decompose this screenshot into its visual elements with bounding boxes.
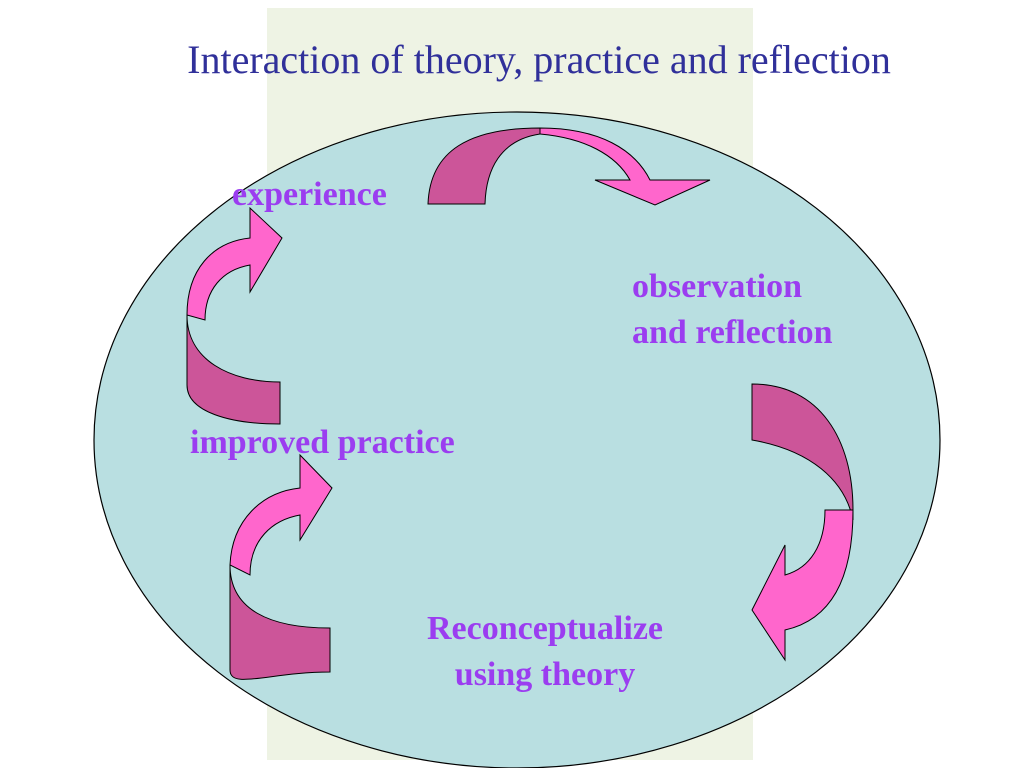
node-observation-line-2: and reflection: [632, 314, 833, 351]
node-reconceptualize-line-1: Reconceptualize: [426, 610, 664, 647]
curved-arrow-icon: [751, 383, 854, 662]
node-reconceptualize: Reconceptualize using theory: [400, 606, 690, 698]
curved-arrow-icon: [427, 127, 711, 206]
curved-arrow-icon: [186, 206, 283, 425]
node-reconceptualize-line-2: using theory: [454, 656, 636, 693]
node-improved-practice: improved practice: [190, 424, 455, 461]
node-observation-line-1: observation: [632, 268, 802, 305]
node-experience: experience: [232, 176, 387, 213]
slide-title: Interaction of theory, practice and refl…: [187, 37, 891, 82]
curved-arrow-icon: [229, 453, 333, 680]
cycle-ellipse: [93, 111, 941, 768]
node-observation-reflection: observation and reflection: [632, 264, 833, 356]
